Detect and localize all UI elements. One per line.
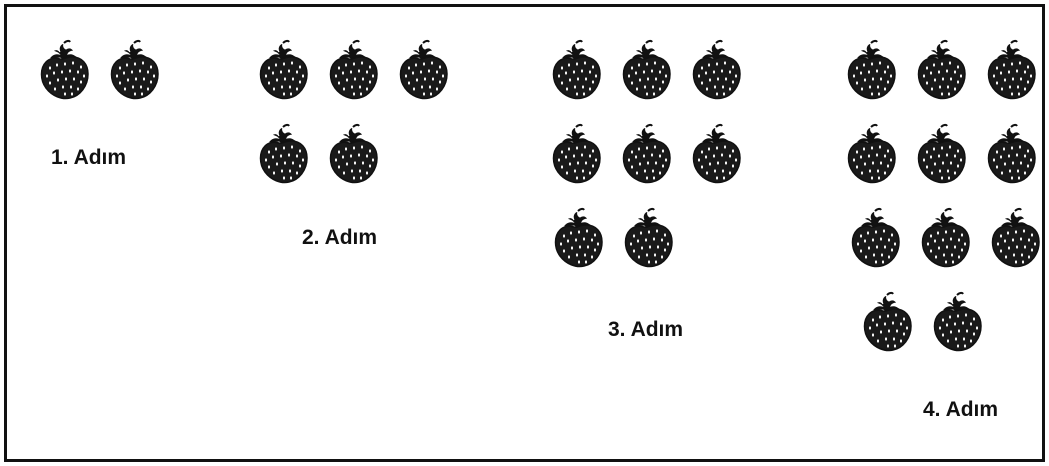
strawberry-icon	[395, 38, 451, 102]
strawberry-icon	[618, 122, 674, 186]
strawberry-icon	[913, 38, 969, 102]
step-3-label: 3. Adım	[608, 318, 684, 341]
strawberry-icon	[618, 38, 674, 102]
strawberry-icon	[929, 290, 985, 354]
strawberry-icon	[917, 206, 973, 270]
strawberry-icon	[983, 38, 1039, 102]
strawberry-icon	[859, 290, 915, 354]
strawberry-icon	[843, 38, 899, 102]
strawberry-icon	[688, 122, 744, 186]
strawberry-icon	[255, 122, 311, 186]
strawberry-icon	[913, 122, 969, 186]
strawberry-icon	[548, 38, 604, 102]
strawberry-icon	[620, 206, 676, 270]
strawberry-icon	[548, 122, 604, 186]
step-4-label: 4. Adım	[923, 398, 999, 421]
strawberry-icon	[106, 38, 162, 102]
strawberry-icon	[987, 206, 1043, 270]
strawberry-icon	[255, 38, 311, 102]
strawberry-icon	[983, 122, 1039, 186]
strawberry-icon	[325, 122, 381, 186]
step-2-label: 2. Adım	[302, 226, 378, 249]
strawberry-icon	[688, 38, 744, 102]
strawberry-icon	[36, 38, 92, 102]
strawberry-icon	[550, 206, 606, 270]
strawberry-icon	[325, 38, 381, 102]
step-1-label: 1. Adım	[51, 146, 127, 169]
strawberry-icon	[843, 122, 899, 186]
strawberry-icon	[847, 206, 903, 270]
